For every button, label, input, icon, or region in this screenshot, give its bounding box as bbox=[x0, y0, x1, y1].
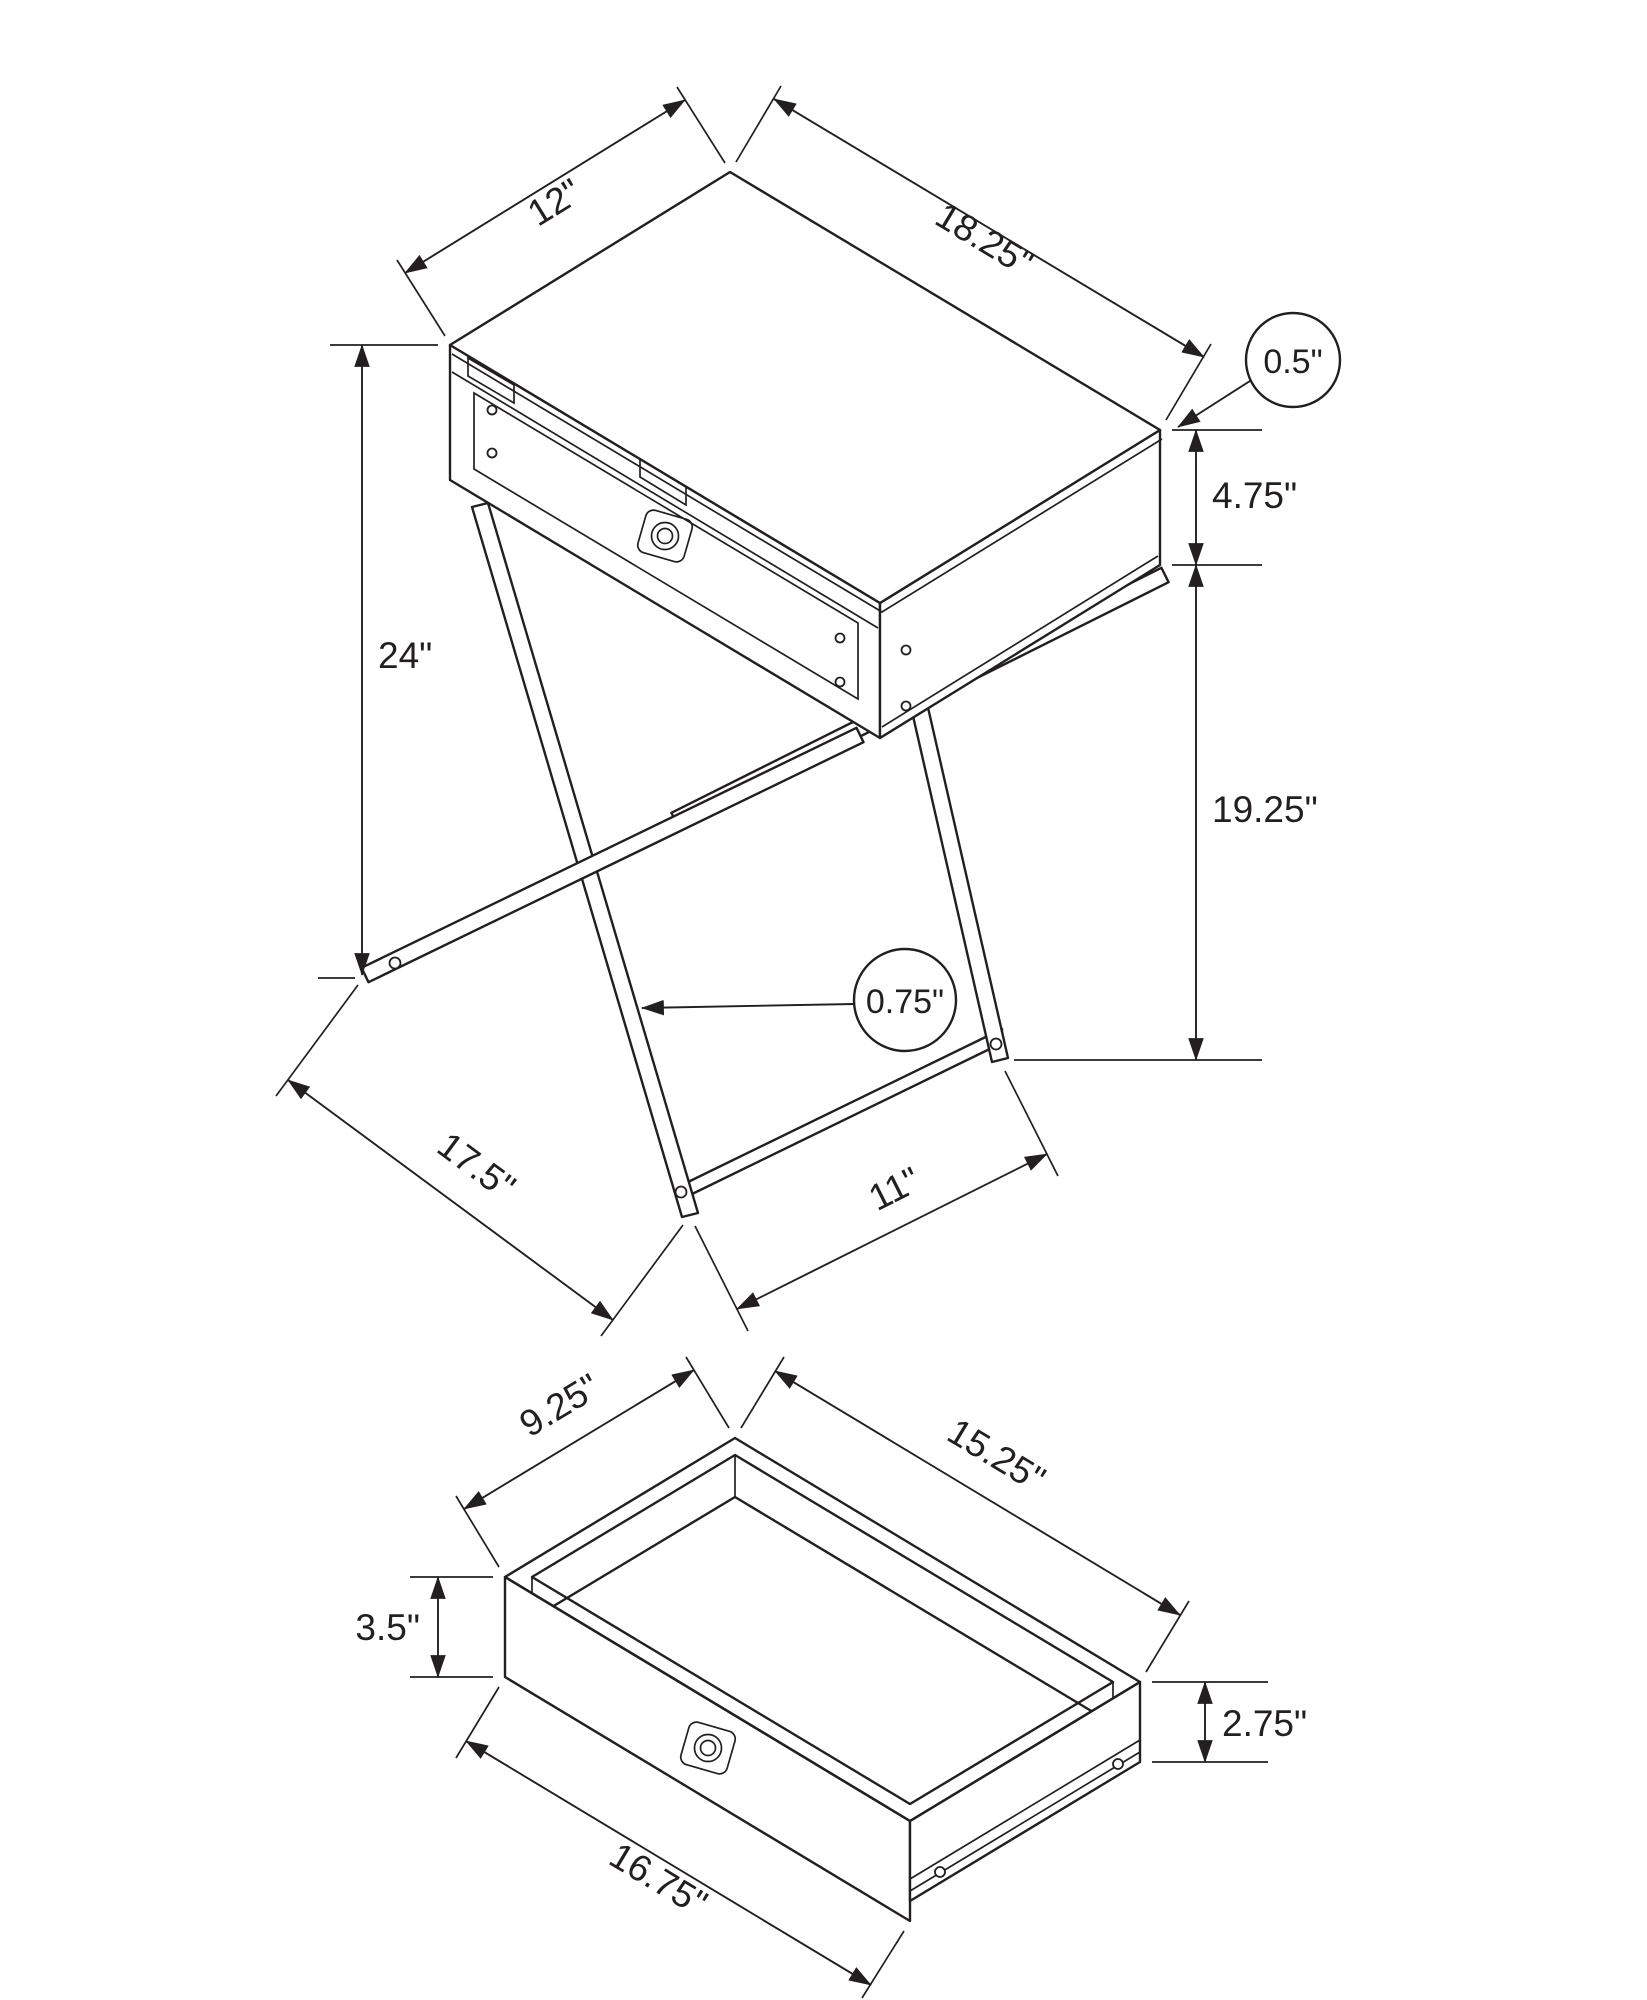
table-box bbox=[448, 170, 1163, 740]
dim-label-drawer-front-height: 3.5" bbox=[355, 1607, 420, 1648]
ring-pull-handle bbox=[636, 509, 694, 563]
dim-overall-height: 24" bbox=[318, 344, 438, 979]
foot-screw bbox=[674, 1185, 688, 1199]
dim-base-width: 17.5" bbox=[275, 984, 684, 1337]
dim-label-base-depth: 11" bbox=[862, 1159, 926, 1219]
callout-top-thickness: 0.5" bbox=[1177, 311, 1342, 428]
dim-leg-height: 19.25" bbox=[1014, 564, 1318, 1061]
dim-label-drawer-depth: 9.25" bbox=[512, 1366, 606, 1445]
dim-label-top-thickness: 0.5" bbox=[1263, 343, 1322, 381]
dim-label-drawer-interior-width: 15.25" bbox=[941, 1410, 1053, 1500]
corner-bracket-right bbox=[639, 457, 687, 507]
dim-label-top-width: 18.25" bbox=[929, 194, 1041, 284]
box-bottom-edge-detail bbox=[881, 555, 1159, 728]
drawer-screw bbox=[486, 447, 498, 459]
dim-base-depth: 11" bbox=[694, 1070, 1059, 1332]
table-isometric-drawing: 12" 18.25" 0.5" 4.75" 24" bbox=[275, 85, 1342, 1337]
stretcher-bar bbox=[686, 1027, 1004, 1198]
drawer-screw bbox=[834, 632, 846, 644]
table-drawer-front bbox=[451, 356, 912, 712]
drawer-gap-line bbox=[451, 371, 879, 629]
dim-label-overall-height: 24" bbox=[378, 635, 432, 676]
rail-screw bbox=[1112, 1758, 1124, 1770]
dim-label-leg-height: 19.25" bbox=[1212, 789, 1318, 830]
top-thickness-edge bbox=[451, 353, 1163, 613]
dim-label-drawer-side-height: 2.75" bbox=[1222, 1703, 1307, 1744]
dim-label-leg-thickness: 0.75" bbox=[866, 983, 944, 1021]
corner-bracket-left bbox=[467, 356, 515, 405]
front-leg-b bbox=[360, 726, 865, 984]
drawer-front-panel bbox=[473, 391, 859, 701]
callout-leg-thickness: 0.75" bbox=[641, 947, 958, 1053]
drawer-screw bbox=[486, 404, 498, 416]
drawer-isometric-drawing: 9.25" 15.25" 3.5" 2.75" 16.7 bbox=[355, 1356, 1307, 1999]
rail-screw bbox=[934, 1866, 946, 1878]
side-screw bbox=[900, 644, 912, 656]
side-screw bbox=[900, 700, 912, 712]
dim-box-height: 4.75" bbox=[1172, 429, 1297, 566]
dim-drawer-side-height: 2.75" bbox=[1152, 1681, 1307, 1763]
dim-label-top-depth: 12" bbox=[521, 171, 589, 234]
foot-screw bbox=[388, 956, 402, 970]
dim-label-drawer-front-width: 16.75" bbox=[603, 1834, 715, 1924]
front-x-legs bbox=[360, 501, 1003, 1219]
drawer-slide-rail bbox=[909, 1739, 1141, 1892]
drawer-screw bbox=[834, 676, 846, 688]
dim-drawer-front-height: 3.5" bbox=[355, 1576, 493, 1678]
foot-screw bbox=[989, 1037, 1003, 1051]
dim-label-box-height: 4.75" bbox=[1212, 475, 1297, 516]
